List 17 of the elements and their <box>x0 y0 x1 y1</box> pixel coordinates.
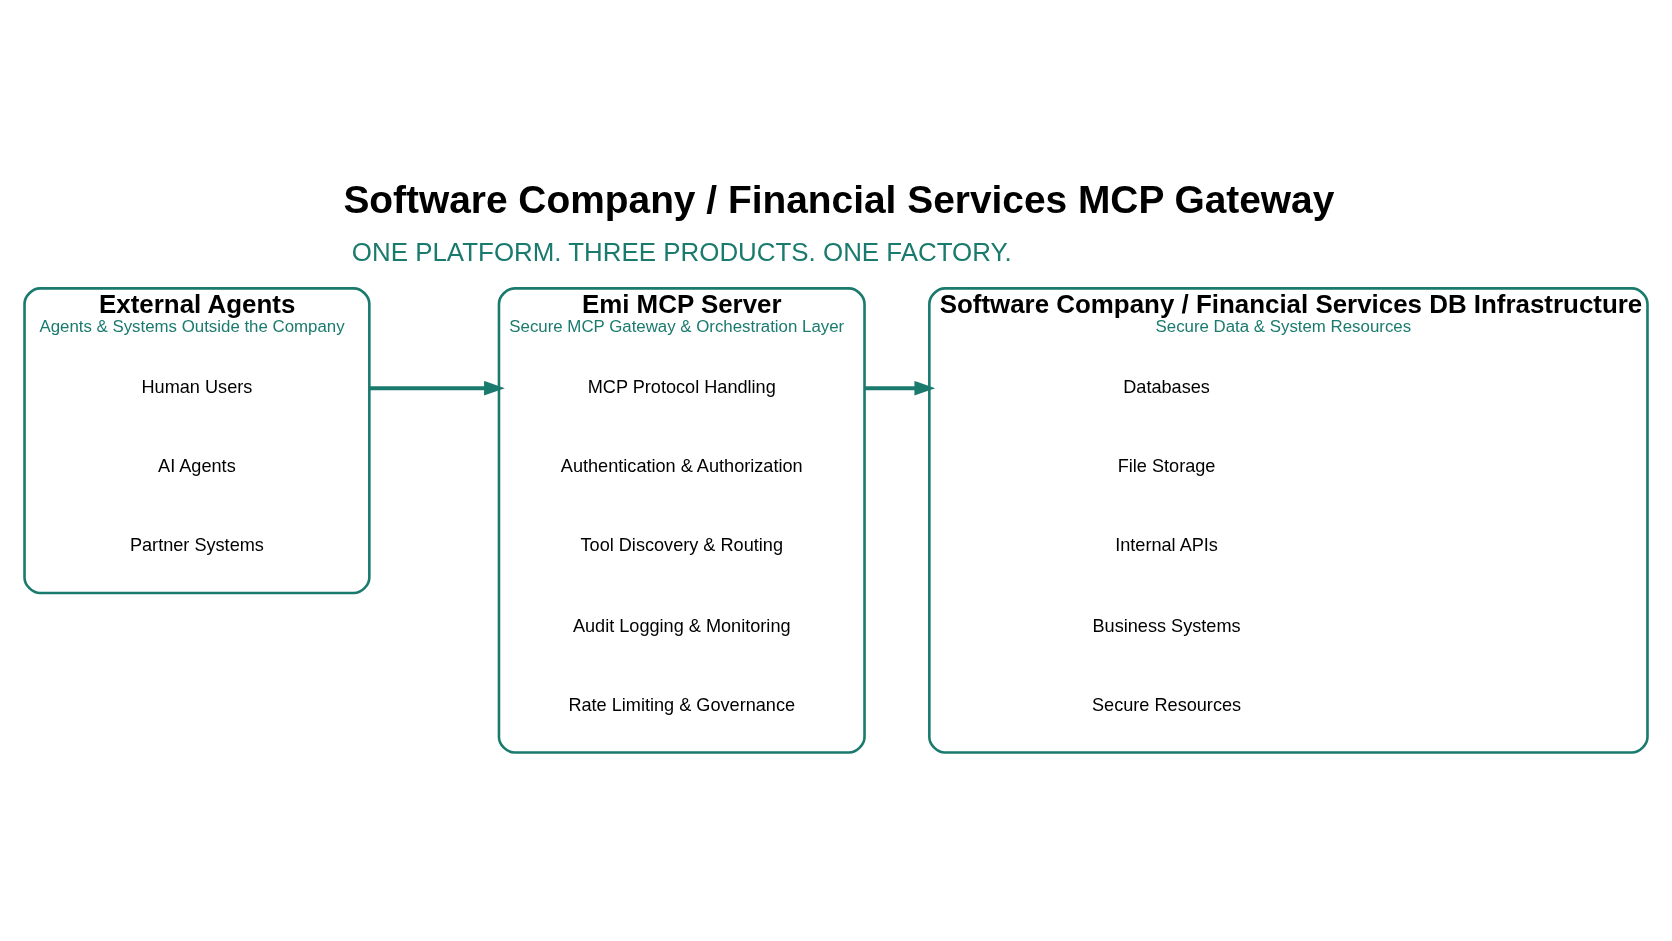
node-text: Business Systems <box>1092 615 1241 636</box>
node-text: Partner Systems <box>129 535 264 556</box>
diagram-title: Software Company / Financial Services MCP Gateway <box>343 178 1335 222</box>
node-text: Audit Logging & Monitoring <box>572 615 791 636</box>
node-text: AI Agents <box>158 456 236 477</box>
node-text: Internal APIs <box>1115 535 1218 556</box>
node-text: MCP Protocol Handling <box>587 376 776 397</box>
arrow <box>369 380 505 396</box>
node-text: Databases <box>1123 376 1210 397</box>
arrow <box>864 380 936 396</box>
node-text: File Storage <box>1117 456 1216 477</box>
node-text: Tool Discovery & Routing <box>580 535 783 556</box>
node-text: Authentication & Authorization <box>560 456 803 477</box>
label: ONE PLATFORM. THREE PRODUCTS. ONE FACTORY. <box>351 238 1012 267</box>
node-text: Rate Limiting & Governance <box>568 694 796 715</box>
node-text: Human Users <box>141 376 253 397</box>
node-text: Secure Resources <box>1092 694 1242 715</box>
